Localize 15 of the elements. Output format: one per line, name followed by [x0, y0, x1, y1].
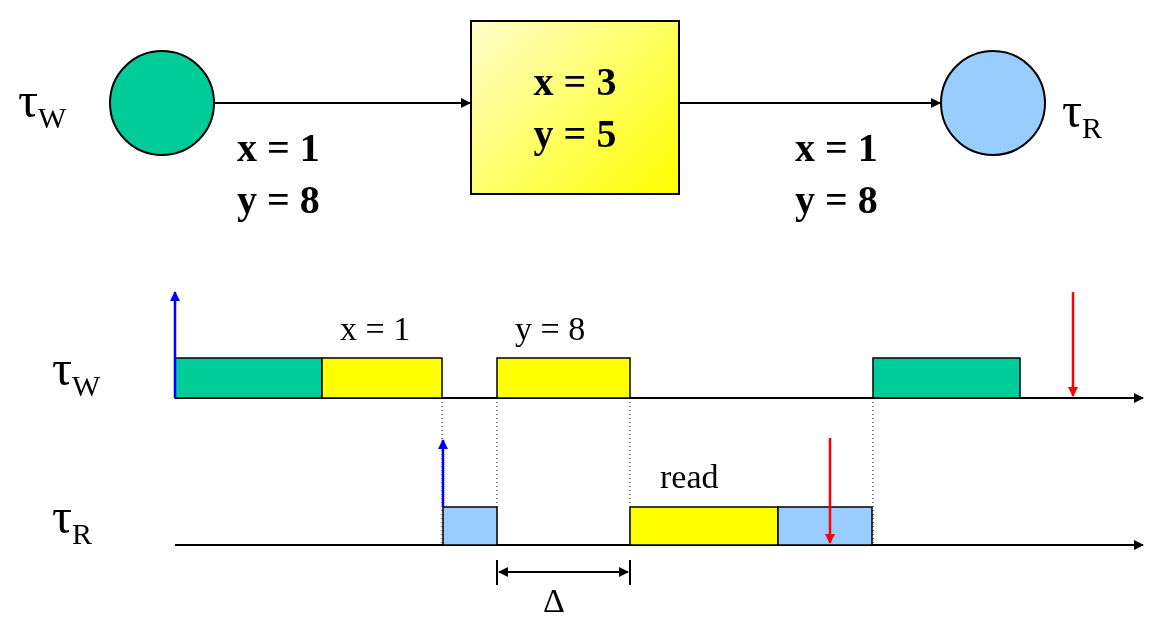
edge-label: x = 1 y = 8: [795, 124, 879, 224]
interval-label: Δ: [543, 582, 565, 620]
task-name: τ$_{W}$: [52, 340, 101, 404]
node-text: y = 5: [533, 109, 617, 158]
edge-label: x = 1 y = 8: [237, 124, 321, 224]
task-name: τ$_{R}$: [1062, 82, 1103, 146]
bar-label: x = 1: [340, 310, 411, 348]
task-name: τ$_{W}$: [18, 72, 67, 136]
process-box: [470, 20, 680, 195]
arrow: [679, 98, 941, 108]
node-text: x = 3: [533, 57, 617, 106]
bar-label: y = 8: [515, 310, 586, 348]
bar-label: read: [660, 458, 719, 496]
arrow: [214, 98, 471, 108]
task-name: τ$_{R}$: [52, 488, 93, 552]
